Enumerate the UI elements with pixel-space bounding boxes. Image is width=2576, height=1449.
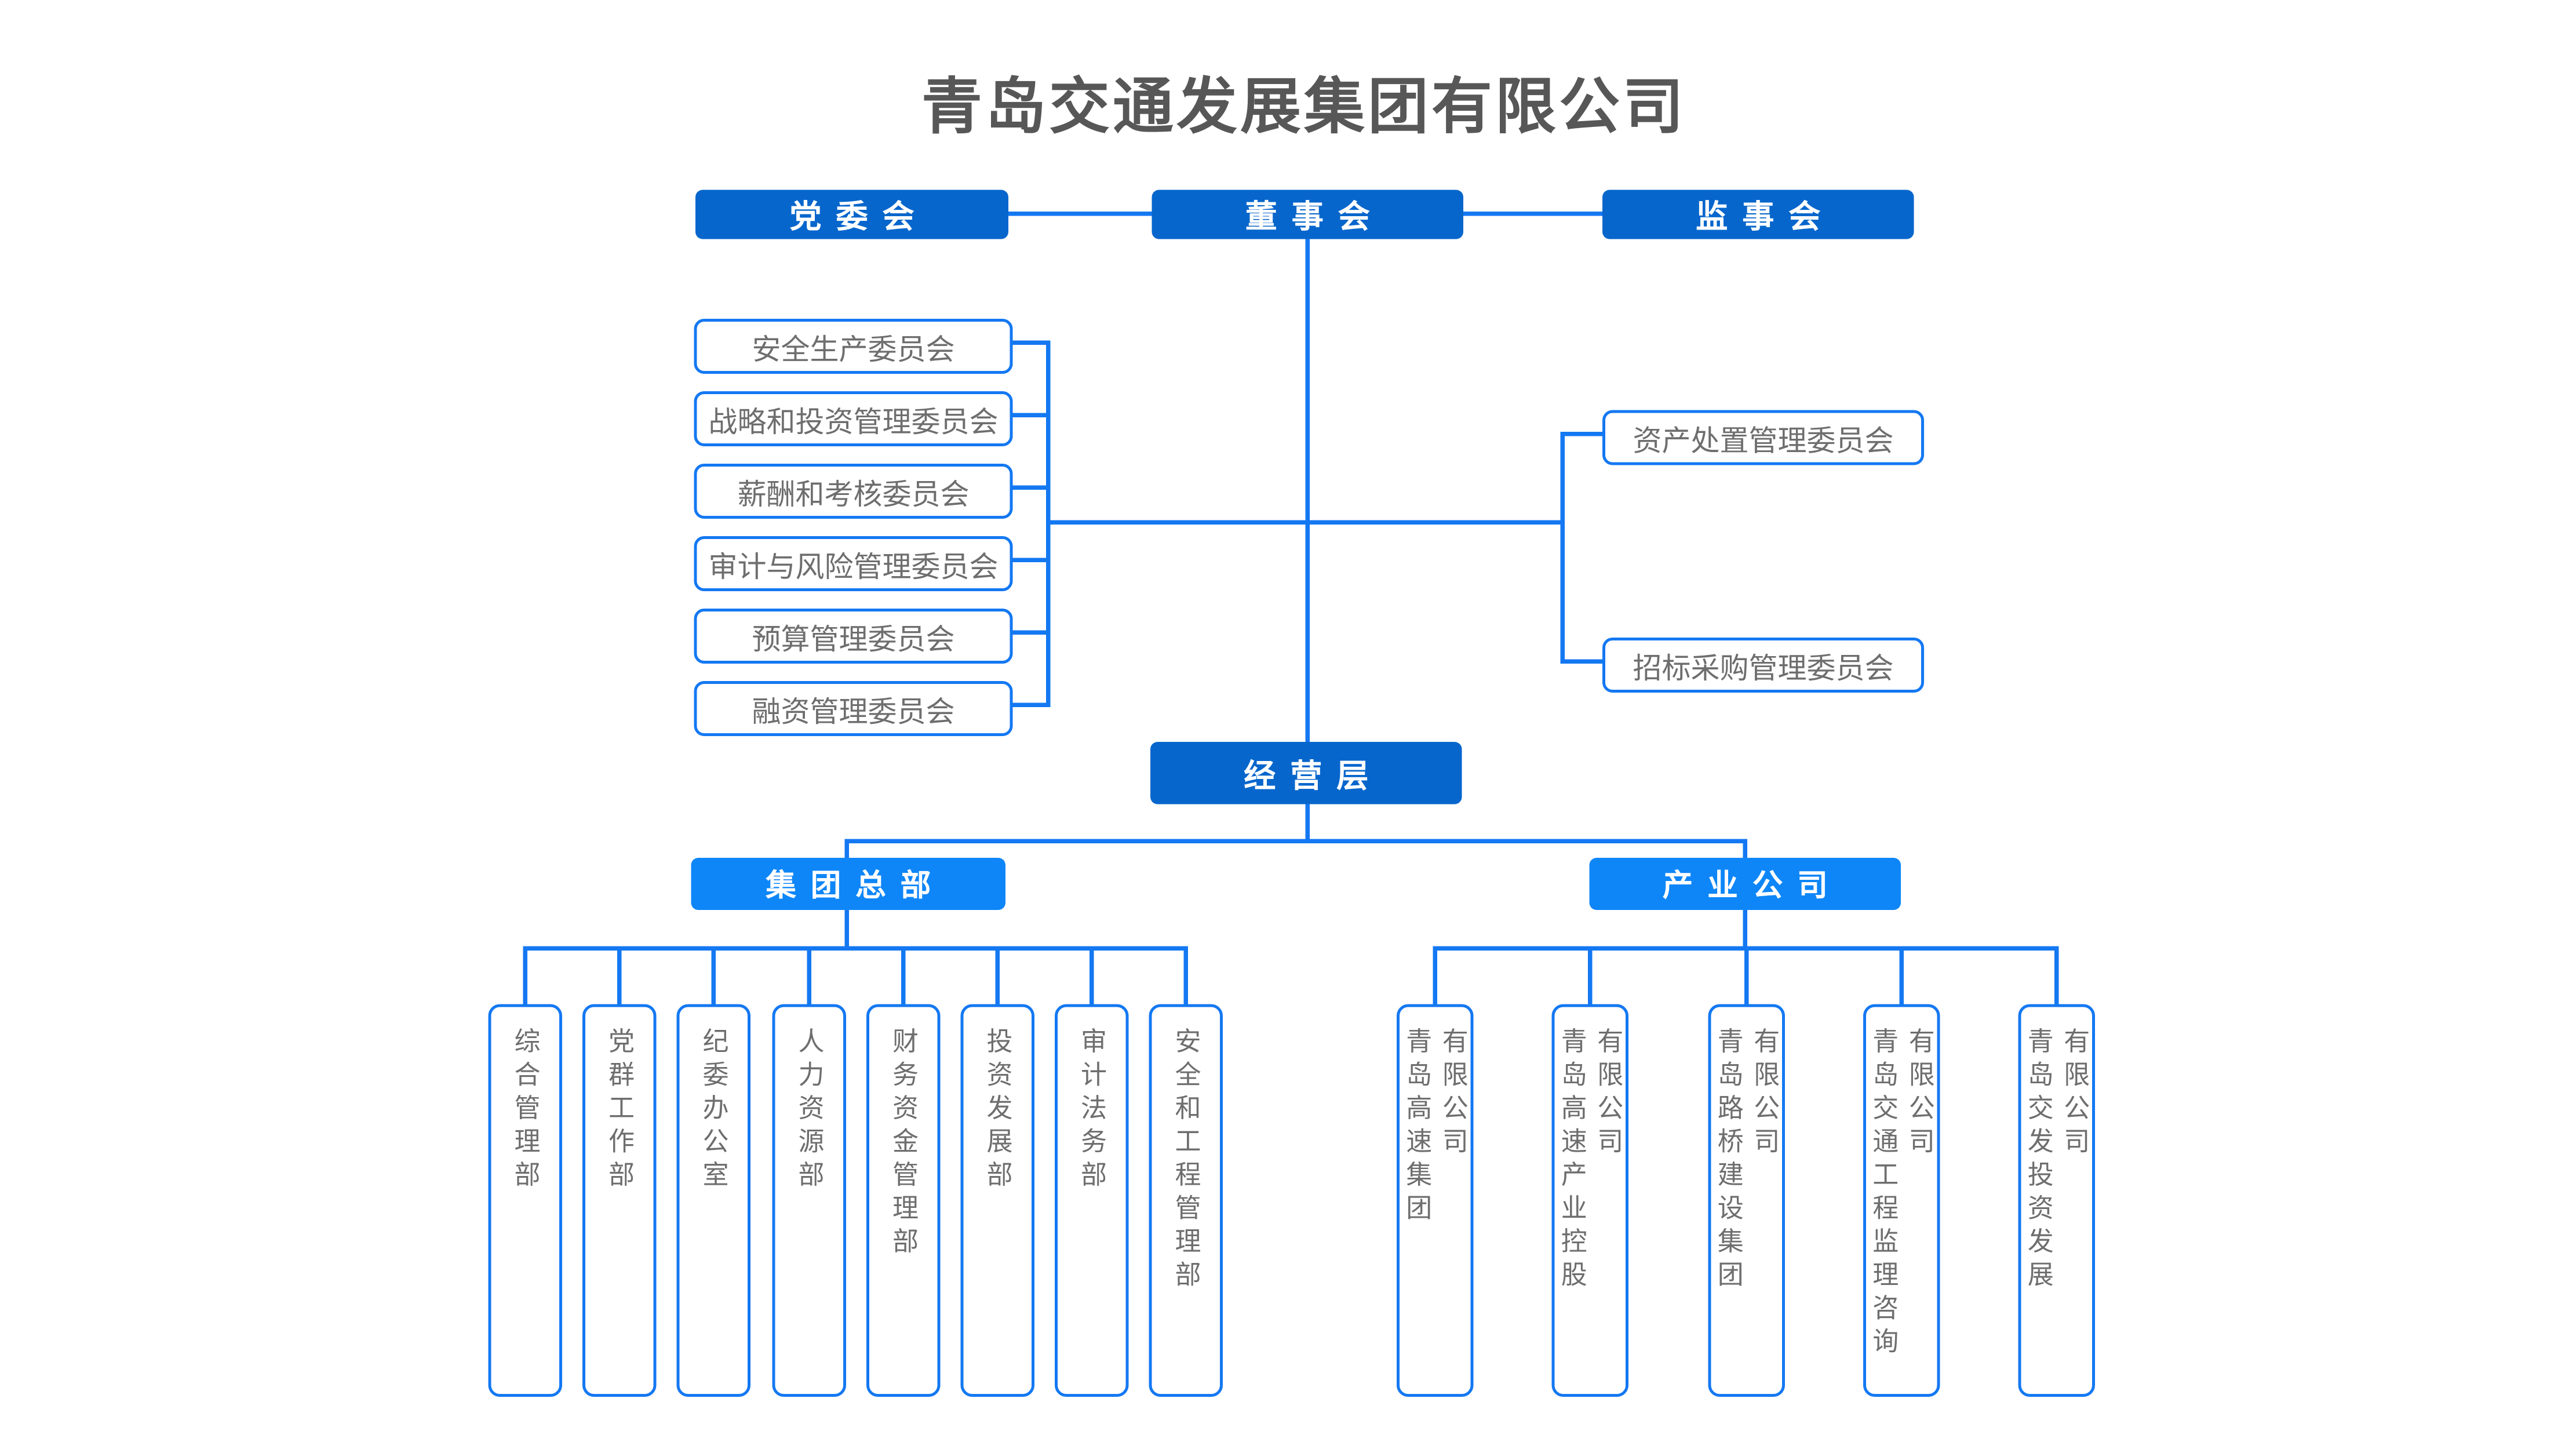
connector-line bbox=[1560, 432, 1565, 664]
node-label: 党委会 bbox=[789, 198, 929, 235]
committee-box-left: 融资管理委员会 bbox=[694, 681, 1013, 736]
connector-line bbox=[844, 910, 849, 948]
company-box: 青岛路桥建设集团 有限公司 bbox=[1708, 1004, 1785, 1397]
department-label: 综合管理部 bbox=[511, 1027, 541, 1195]
connector-line bbox=[1007, 558, 1049, 562]
connector-line bbox=[1743, 910, 1747, 948]
connector-line bbox=[523, 946, 527, 1004]
department-box: 人力资源部 bbox=[772, 1004, 846, 1397]
company-box: 青岛高速集团 有限公司 bbox=[1397, 1004, 1474, 1397]
connector-line bbox=[1007, 702, 1049, 707]
connector-line bbox=[1305, 804, 1310, 842]
node-management-layer: 经营层 bbox=[1150, 742, 1462, 804]
department-label: 人力资源部 bbox=[795, 1027, 825, 1195]
committee-label: 审计与风险管理委员会 bbox=[708, 551, 999, 584]
connector-line bbox=[617, 946, 622, 1004]
committee-label: 薪酬和考核委员会 bbox=[737, 479, 970, 511]
committee-box-left: 审计与风险管理委员会 bbox=[694, 536, 1013, 591]
department-box: 党群工作部 bbox=[582, 1004, 657, 1397]
connector-line bbox=[1463, 212, 1602, 216]
node-label: 经营层 bbox=[1244, 757, 1383, 793]
node-label: 董事会 bbox=[1245, 198, 1384, 235]
department-label: 安全和工程管理部 bbox=[1172, 1027, 1201, 1294]
committee-label: 融资管理委员会 bbox=[752, 696, 955, 729]
company-box: 青岛交通工程监理咨询 有限公司 bbox=[1863, 1004, 1940, 1397]
node-label: 监事会 bbox=[1696, 198, 1835, 235]
page-title: 青岛交通发展集团有限公司 bbox=[921, 72, 1686, 141]
connector-line bbox=[1588, 946, 1593, 1004]
connector-line bbox=[1183, 946, 1188, 1004]
department-box: 财务资金管理部 bbox=[866, 1004, 941, 1397]
committee-box-left: 战略和投资管理委员会 bbox=[694, 391, 1013, 446]
connector-line bbox=[1046, 520, 1565, 525]
company-label: 青岛高速产业控股 有限公司 bbox=[1558, 1027, 1624, 1294]
committee-label: 资产处置管理委员会 bbox=[1633, 425, 1894, 457]
department-label: 审计法务部 bbox=[1078, 1027, 1107, 1195]
committee-label: 安全生产委员会 bbox=[752, 334, 955, 366]
connector-line bbox=[1008, 212, 1152, 216]
committee-box-right: 资产处置管理委员会 bbox=[1602, 410, 1924, 465]
company-box: 青岛高速产业控股 有限公司 bbox=[1551, 1004, 1628, 1397]
department-box: 投资发展部 bbox=[960, 1004, 1034, 1397]
department-box: 安全和工程管理部 bbox=[1149, 1004, 1223, 1397]
connector-line bbox=[523, 946, 1188, 951]
committee-box-left: 预算管理委员会 bbox=[694, 609, 1013, 664]
committee-box-left: 安全生产委员会 bbox=[694, 319, 1013, 374]
connector-line bbox=[1007, 413, 1049, 417]
company-label: 青岛交通工程监理咨询 有限公司 bbox=[1870, 1027, 1935, 1361]
node-party-committee: 党委会 bbox=[695, 190, 1008, 239]
connector-line bbox=[1565, 659, 1602, 664]
node-label: 产业公司 bbox=[1662, 869, 1842, 903]
connector-line bbox=[1743, 839, 1747, 858]
connector-line bbox=[995, 946, 1000, 1004]
connector-line bbox=[1433, 946, 1437, 1004]
connector-line bbox=[901, 946, 906, 1004]
department-box: 审计法务部 bbox=[1055, 1004, 1129, 1397]
department-box: 综合管理部 bbox=[488, 1004, 562, 1397]
connector-line bbox=[1007, 630, 1049, 635]
node-label: 集团总部 bbox=[766, 869, 946, 903]
node-industry-companies: 产业公司 bbox=[1589, 858, 1901, 910]
committee-box-right: 招标采购管理委员会 bbox=[1602, 638, 1924, 693]
company-box: 青岛交发投资发展 有限公司 bbox=[2018, 1004, 2095, 1397]
connector-line bbox=[1090, 946, 1094, 1004]
company-label: 青岛路桥建设集团 有限公司 bbox=[1714, 1027, 1780, 1294]
department-label: 纪委办公室 bbox=[699, 1027, 729, 1195]
connector-line bbox=[844, 839, 849, 858]
committee-label: 招标采购管理委员会 bbox=[1633, 653, 1894, 685]
department-label: 投资发展部 bbox=[983, 1027, 1013, 1195]
node-group-headquarters: 集团总部 bbox=[691, 858, 1005, 910]
committee-box-left: 薪酬和考核委员会 bbox=[694, 464, 1013, 519]
connector-line bbox=[1007, 485, 1049, 490]
node-board-of-directors: 董事会 bbox=[1152, 190, 1463, 239]
company-label: 青岛高速集团 有限公司 bbox=[1403, 1027, 1469, 1228]
department-box: 纪委办公室 bbox=[676, 1004, 750, 1397]
connector-line bbox=[2054, 946, 2059, 1004]
connector-line bbox=[807, 946, 811, 1004]
department-label: 党群工作部 bbox=[606, 1027, 635, 1195]
company-label: 青岛交发投资发展 有限公司 bbox=[2024, 1027, 2090, 1294]
connector-line bbox=[1744, 946, 1749, 1004]
connector-line bbox=[711, 946, 716, 1004]
department-label: 财务资金管理部 bbox=[890, 1027, 919, 1261]
connector-line bbox=[1899, 946, 1904, 1004]
connector-line bbox=[844, 839, 1746, 843]
connector-line bbox=[1565, 432, 1602, 436]
connector-line bbox=[1305, 239, 1310, 742]
node-supervisory-board: 监事会 bbox=[1602, 190, 1914, 239]
committee-label: 预算管理委员会 bbox=[752, 624, 955, 656]
committee-label: 战略和投资管理委员会 bbox=[708, 406, 999, 439]
connector-line bbox=[1007, 340, 1049, 345]
